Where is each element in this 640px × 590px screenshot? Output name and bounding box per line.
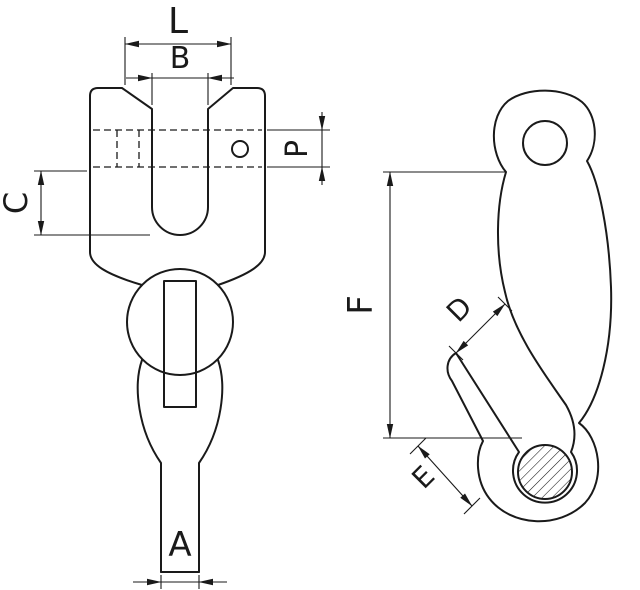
dimension-a: A — [133, 525, 227, 589]
dim-label-b: B — [170, 41, 191, 76]
dimension-b: B — [126, 41, 234, 105]
dim-label-c: C — [0, 192, 35, 214]
dim-label-p: P — [280, 140, 315, 158]
dimension-e: E — [405, 437, 481, 515]
front-outline-lower-right — [198, 359, 224, 573]
boss-circle — [126, 268, 234, 376]
dim-label-f: F — [341, 295, 381, 315]
retainer-pin-hole — [231, 140, 249, 158]
dimension-c: C — [0, 170, 150, 236]
chain-cross-section — [517, 444, 573, 500]
dim-label-e: E — [405, 459, 441, 495]
front-outline-lower-left — [136, 359, 162, 573]
dim-label-a: A — [168, 525, 191, 565]
front-view: L B P C — [0, 1, 330, 589]
dimension-p: P — [267, 112, 330, 185]
front-outline-left-edge — [89, 95, 143, 286]
dimension-l: L — [124, 1, 232, 85]
front-outline-fork — [89, 87, 266, 286]
dim-label-d: D — [440, 290, 479, 329]
chain-slot — [163, 280, 197, 408]
dimension-line — [417, 445, 473, 507]
side-outline — [446, 89, 613, 523]
pin-eye-hole — [522, 120, 568, 166]
dimension-f: F — [341, 171, 522, 439]
dimension-d: D — [440, 290, 513, 361]
dimension-line — [455, 303, 506, 354]
dim-label-l: L — [168, 1, 188, 42]
side-view: F D E — [341, 89, 613, 523]
